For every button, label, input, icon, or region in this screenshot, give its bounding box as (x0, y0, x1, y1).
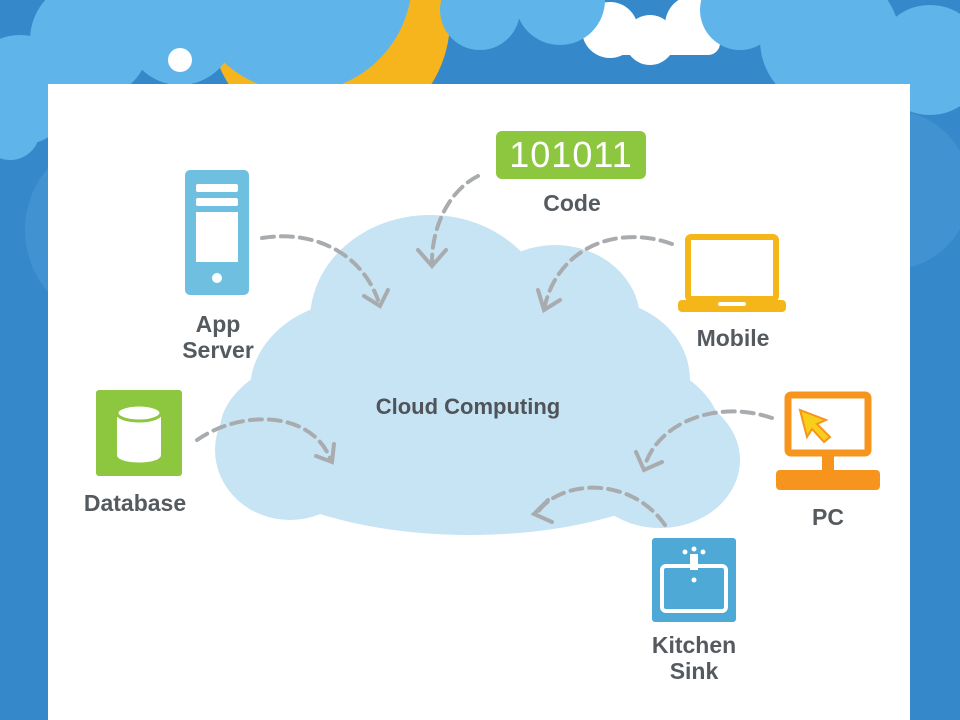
mobile-label: Mobile (696, 325, 770, 351)
desktop-pc-icon (776, 391, 880, 490)
kitchen-sink-label: Kitchen Sink (651, 632, 737, 684)
code-label: Code (543, 190, 601, 216)
pc-label: PC (812, 504, 844, 530)
arrow-database-to-cloud (195, 417, 332, 460)
arrow-appserver-to-cloud (260, 234, 380, 302)
central-cloud-shape (215, 215, 740, 535)
app-server-label: App Server (182, 311, 254, 363)
kitchen-sink-icon (652, 538, 736, 622)
laptop-icon (678, 234, 786, 312)
arrow-code-to-cloud (430, 174, 480, 264)
server-icon (185, 170, 249, 295)
arrow-mobile-to-cloud (543, 235, 674, 307)
data-flow-arrows (195, 174, 774, 527)
arrow-heads (314, 248, 664, 524)
sky-cloud-right (440, 0, 960, 115)
database-label: Database (83, 490, 187, 516)
sky-cloud-left (0, 0, 350, 160)
database-icon (96, 390, 182, 476)
binary-code-icon: 101011 (496, 131, 646, 179)
cloud-computing-label: Cloud Computing (375, 394, 561, 419)
arrow-pc-to-cloud (643, 409, 774, 467)
